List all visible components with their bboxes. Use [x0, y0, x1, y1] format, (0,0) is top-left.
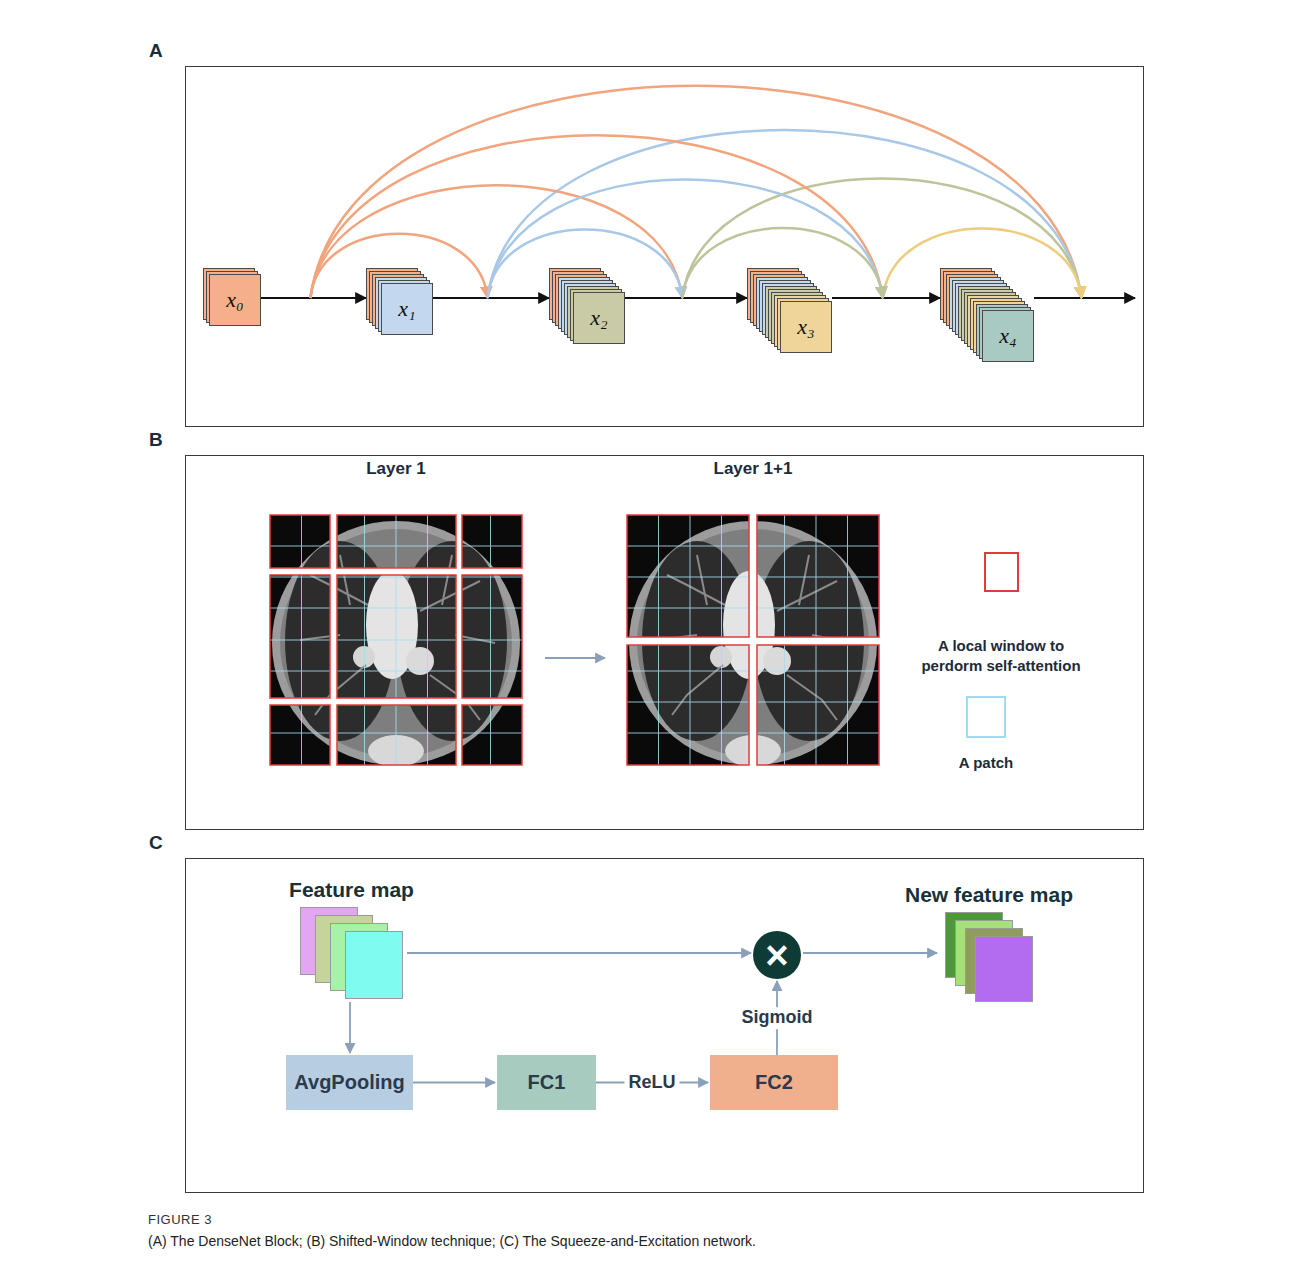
stack-label-holder: x₁ [381, 283, 433, 335]
connector [832, 297, 940, 299]
legend-text: A local window to perdorm self-attention [906, 636, 1096, 677]
stack-label-holder: x₂ [573, 292, 625, 344]
panel-letter-holder: A [149, 40, 163, 62]
stack-label-holder: x₀ [209, 274, 261, 326]
multiply-node: × [753, 931, 801, 979]
box-label: FC2 [755, 1071, 793, 1094]
box-label: AvgPooling [294, 1071, 404, 1094]
ct-slice-frame: Layer 1+1 [627, 515, 879, 765]
feature-label: x₁ [398, 296, 415, 322]
panel-frame: Ax₀x₁x₂x₃x₄ [185, 66, 1144, 427]
feature-map-stack: New feature map [945, 912, 1033, 1002]
connector [407, 952, 751, 954]
connector [433, 297, 549, 299]
connector [413, 1082, 495, 1084]
caption-holder: (A) The DenseNet Block; (B) Shifted-Wind… [148, 1233, 1248, 1249]
connector [488, 179, 883, 298]
connector [625, 297, 747, 299]
stack-layer [345, 931, 403, 999]
feature-stack: x₀ [203, 268, 261, 326]
edge-label: ReLU [624, 1072, 679, 1094]
stack-title: New feature map [905, 883, 1073, 907]
edge-label-holder: Sigmoid [738, 1007, 817, 1029]
slice-title-holder: Layer 1+1 [627, 459, 879, 479]
edge-label: Sigmoid [738, 1007, 817, 1029]
window-gaps [270, 515, 879, 765]
stack-label-holder: x₄ [982, 310, 1034, 362]
dense-link [682, 179, 1081, 298]
slice-title: Layer 1+1 [627, 459, 879, 479]
dense-link [310, 86, 1081, 298]
legend-window-sample [985, 553, 1018, 591]
panel-letter: C [149, 832, 163, 854]
panel-frame: CFeature map×New feature mapAvgPoolingFC… [185, 858, 1144, 1193]
ct-slice [270, 515, 522, 767]
feature-label: x₄ [999, 323, 1016, 349]
stack-layer [975, 936, 1033, 1002]
output-arrow [1034, 297, 1135, 299]
feature-stack: x₁ [366, 268, 433, 335]
legend-entry: A patch [926, 753, 1046, 773]
process-box: FC2 [710, 1055, 838, 1110]
process-box: FC1 [497, 1055, 596, 1110]
stack-title-holder: Feature map [289, 878, 414, 902]
stack-title-holder: New feature map [905, 883, 1073, 907]
multiply-sign: × [765, 935, 788, 975]
edge-label-holder: ReLU [624, 1072, 679, 1094]
stack-label-holder: x₃ [780, 301, 832, 353]
legend-entry: A local window to perdorm self-attention [906, 636, 1096, 677]
feature-stack: x₂ [549, 268, 625, 344]
connector [261, 297, 366, 299]
stack-title: Feature map [289, 878, 414, 902]
feature-stack: x₃ [747, 268, 832, 353]
legend-patch-sample [967, 697, 1005, 737]
feature-label: x₃ [797, 314, 814, 340]
feature-stack: x₄ [940, 268, 1034, 362]
connector [803, 952, 937, 954]
slice-title-holder: Layer 1 [270, 459, 522, 479]
figure-label-holder: FIGURE 3 [148, 1212, 212, 1227]
figure-number: FIGURE 3 [148, 1212, 212, 1227]
slice-title: Layer 1 [270, 459, 522, 479]
attention-windows [270, 515, 879, 765]
ct-slice [627, 515, 879, 767]
ct-slice-frame: Layer 1 [270, 515, 522, 765]
panel-letter: A [149, 40, 163, 62]
process-box: AvgPooling [286, 1055, 413, 1110]
box-label: FC1 [528, 1071, 566, 1094]
feature-label: x₂ [590, 305, 607, 331]
figure-caption: (A) The DenseNet Block; (B) Shifted-Wind… [148, 1233, 1248, 1249]
legend-text: A patch [926, 753, 1046, 773]
feature-map-stack: Feature map [300, 907, 403, 999]
panel-letter-holder: C [149, 832, 163, 854]
patch-grid [270, 515, 879, 765]
panel-letter-holder: B [149, 429, 163, 451]
panel-letter: B [149, 429, 163, 451]
feature-label: x₀ [226, 287, 243, 313]
connector [349, 1002, 351, 1053]
connector [545, 657, 605, 659]
